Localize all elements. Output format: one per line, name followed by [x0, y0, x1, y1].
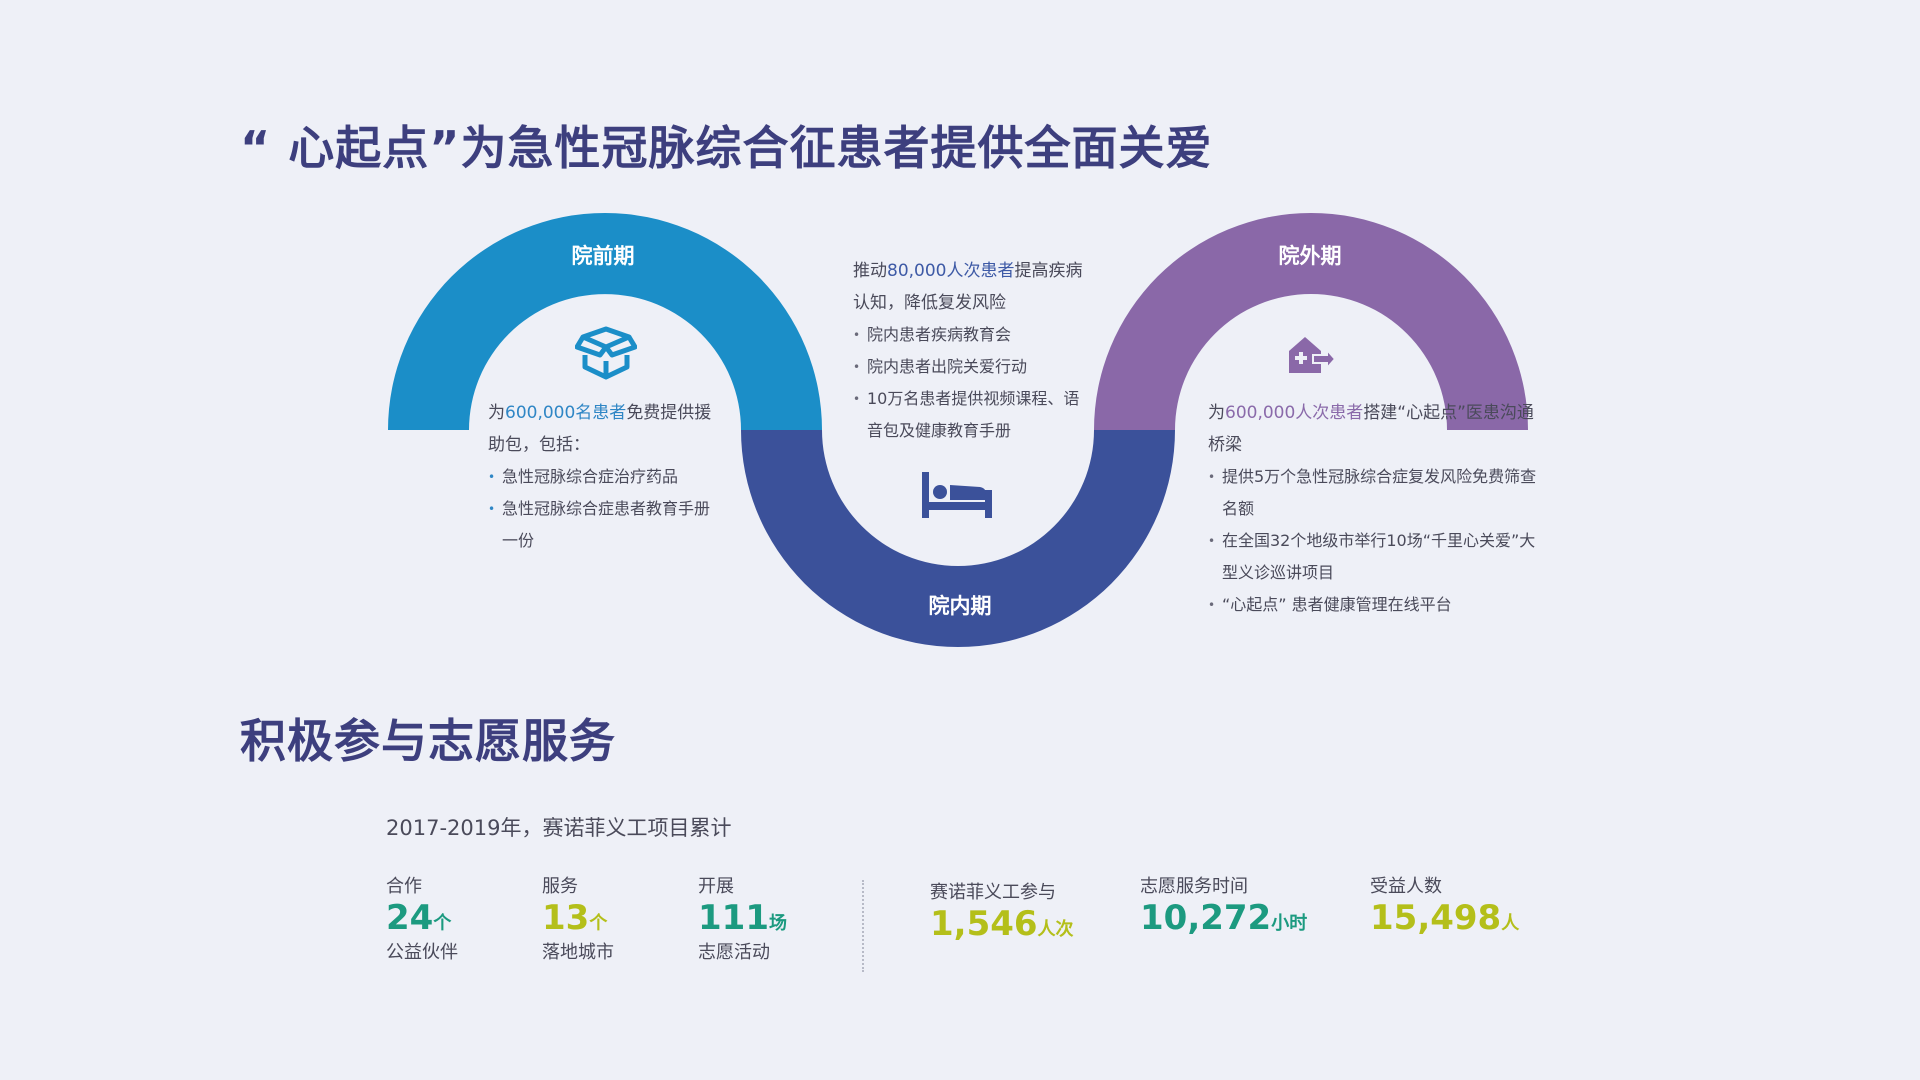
- list-item: 院内患者疾病教育会: [853, 319, 1083, 351]
- in-hospital-text: 推动80,000人次患者提高疾病认知，降低复发风险 院内患者疾病教育会 院内患者…: [853, 255, 1083, 447]
- stat-value: 24: [386, 898, 434, 938]
- volunteer-section-title: 积极参与志愿服务: [240, 714, 616, 768]
- main-title: “ 心起点”为急性冠脉综合征患者提供全面关爱: [240, 121, 1213, 175]
- stat-bottom-label: 落地城市: [542, 942, 614, 963]
- in-intro-b: 提高疾病认知，降低复发风险: [853, 261, 1083, 313]
- in-hospital-intro: 推动80,000人次患者提高疾病认知，降低复发风险: [853, 255, 1083, 319]
- pre-intro-highlight: 600,000名患者: [505, 403, 627, 423]
- phase-label-post-hospital: 院外期: [1278, 244, 1342, 268]
- list-item: 在全国32个地级市举行10场“千里心关爱”大型义诊巡讲项目: [1208, 525, 1538, 589]
- stat-top-label: 服务: [542, 876, 578, 897]
- phase-label-pre-hospital: 院前期: [571, 244, 635, 268]
- stats-divider: [862, 880, 864, 972]
- open-box-icon: [575, 326, 637, 380]
- pre-hospital-intro: 为600,000名患者免费提供援助包，包括：: [488, 397, 713, 461]
- stat-unit: 场: [768, 913, 787, 934]
- stat-partners: 合作 24个 公益伙伴: [386, 872, 458, 964]
- pre-intro-a: 为: [488, 403, 505, 423]
- list-item: 急性冠脉综合症治疗药品: [488, 461, 713, 493]
- post-hospital-intro: 为600,000人次患者搭建“心起点”医患沟通桥梁: [1208, 397, 1538, 461]
- stat-cities: 服务 13个 落地城市: [542, 872, 614, 964]
- in-intro-highlight: 80,000人次患者: [887, 261, 1015, 281]
- stat-unit: 个: [589, 913, 608, 934]
- stat-volunteers: 赛诺菲义工参与 1,546人次: [930, 878, 1074, 944]
- list-item: 院内患者出院关爱行动: [853, 351, 1083, 383]
- stat-value: 111: [698, 898, 769, 938]
- stat-top-label: 受益人数: [1370, 876, 1442, 897]
- in-intro-a: 推动: [853, 261, 887, 281]
- post-hospital-text: 为600,000人次患者搭建“心起点”医患沟通桥梁 提供5万个急性冠脉综合症复发…: [1208, 397, 1538, 621]
- stat-value: 15,498: [1370, 898, 1502, 938]
- stat-top-label: 合作: [386, 876, 422, 897]
- stat-top-label: 开展: [698, 876, 734, 897]
- list-item: 提供5万个急性冠脉综合症复发风险免费筛查名额: [1208, 461, 1538, 525]
- stat-value: 13: [542, 898, 590, 938]
- stat-bottom-label: 公益伙伴: [386, 942, 458, 963]
- list-item: 10万名患者提供视频课程、语音包及健康教育手册: [853, 383, 1083, 447]
- list-item: “心起点” 患者健康管理在线平台: [1208, 589, 1538, 621]
- stat-unit: 个: [433, 913, 452, 934]
- post-hospital-arc: [1094, 213, 1528, 430]
- stat-activities: 开展 111场 志愿活动: [698, 872, 787, 964]
- pre-hospital-text: 为600,000名患者免费提供援助包，包括： 急性冠脉综合症治疗药品 急性冠脉综…: [488, 397, 713, 557]
- hospital-bed-icon: [922, 472, 992, 518]
- stats-caption: 2017-2019年，赛诺菲义工项目累计: [386, 816, 732, 840]
- out-intro-a: 为: [1208, 403, 1225, 423]
- stat-value: 10,272: [1140, 898, 1272, 938]
- pre-hospital-arc: [388, 213, 822, 430]
- phase-label-in-hospital: 院内期: [928, 594, 992, 618]
- list-item: 急性冠脉综合症患者教育手册一份: [488, 493, 713, 557]
- stat-service-hours: 志愿服务时间 10,272小时: [1140, 872, 1307, 938]
- stat-top-label: 赛诺菲义工参与: [930, 882, 1056, 903]
- in-hospital-arc: [741, 430, 1175, 647]
- stat-unit: 小时: [1271, 913, 1308, 934]
- stat-value: 1,546: [930, 904, 1038, 944]
- stat-bottom-label: 志愿活动: [698, 942, 770, 963]
- out-intro-highlight: 600,000人次患者: [1225, 403, 1364, 423]
- out-intro-b: 搭建“心起点”医患沟通桥梁: [1208, 403, 1534, 455]
- stat-top-label: 志愿服务时间: [1140, 876, 1248, 897]
- stat-beneficiaries: 受益人数 15,498人: [1370, 872, 1519, 938]
- stat-unit: 人次: [1037, 919, 1074, 940]
- stat-unit: 人: [1501, 913, 1520, 934]
- pre-intro-b: 免费提供援助包，包括：: [488, 403, 712, 455]
- clinic-home-icon: [1289, 337, 1337, 373]
